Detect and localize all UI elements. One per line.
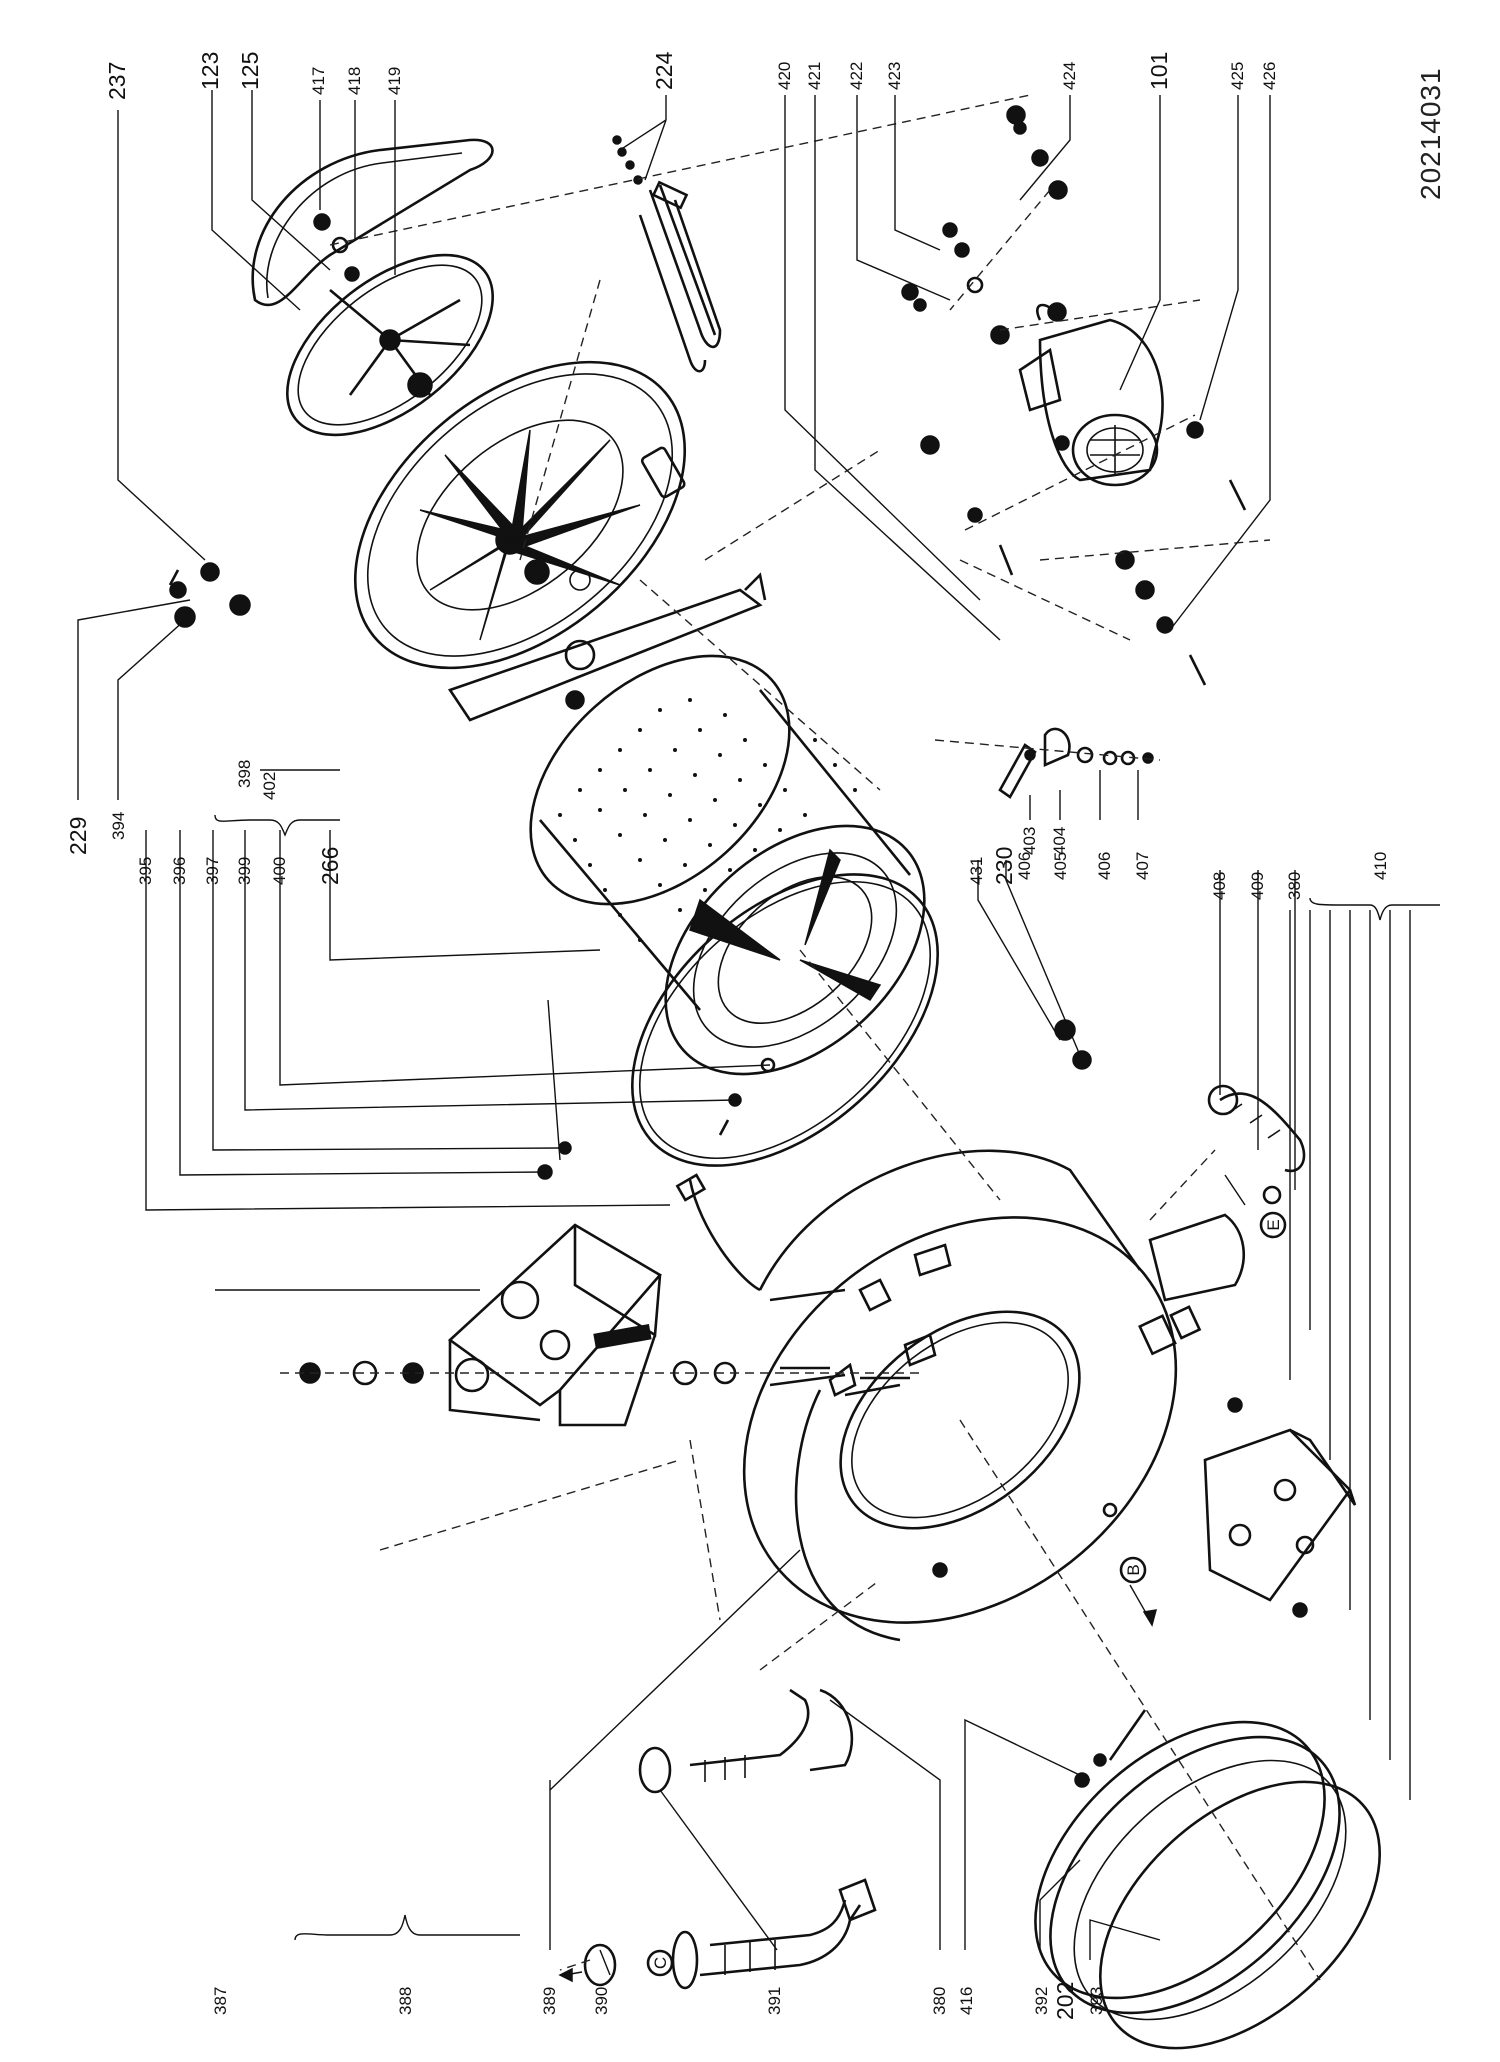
counterweight — [447, 1223, 663, 1427]
callout-399: 399 — [235, 857, 254, 885]
callout-380b: 380 — [930, 1987, 949, 2015]
document-code: 20214031 — [1415, 67, 1446, 200]
drum-pulley — [286, 253, 494, 437]
front-counterweight — [1203, 1397, 1357, 1618]
tub-rear-cover — [353, 360, 687, 670]
callout-labels: 237 123 125 417 418 419 224 420 421 422 … — [65, 51, 1390, 2020]
pulley-screws — [313, 213, 360, 282]
callout-389: 389 — [540, 1987, 559, 2015]
motor-hardware — [901, 105, 1247, 686]
drum — [529, 654, 926, 1076]
callout-391: 391 — [765, 1987, 784, 2015]
callout-425: 425 — [1228, 62, 1247, 90]
outer-tub — [742, 1149, 1246, 1642]
callout-405: 405 — [1051, 852, 1070, 880]
callout-421: 421 — [805, 62, 824, 90]
door-bellows — [1034, 1709, 1381, 2050]
callout-402: 402 — [260, 772, 279, 800]
callout-410: 410 — [1371, 852, 1390, 880]
marker-e-label: E — [1264, 1219, 1283, 1230]
marker-c: C — [646, 1949, 674, 1977]
callout-404: 404 — [1050, 827, 1069, 855]
callout-394: 394 — [109, 812, 128, 840]
sump-hose — [583, 1878, 877, 1990]
callout-380a: 380 — [1285, 872, 1304, 900]
gasket-fasteners — [537, 1057, 776, 1180]
counterweight-fixings — [299, 1360, 910, 1386]
callout-202: 202 — [1052, 1982, 1078, 2020]
marker-b: B — [1119, 1556, 1147, 1584]
drain-hose-lower — [638, 1688, 854, 1794]
callout-431: 431 — [967, 857, 986, 885]
shock-absorber-bushings — [168, 562, 251, 628]
callout-390: 390 — [592, 1987, 611, 2015]
drum-perforations — [558, 698, 857, 942]
drum-spider-arm — [447, 572, 767, 722]
callout-393: 393 — [1087, 1987, 1106, 2015]
drain-hose-upper — [1207, 1084, 1306, 1205]
callout-409: 409 — [1248, 872, 1267, 900]
callout-406a: 406 — [1015, 852, 1034, 880]
callout-224: 224 — [651, 51, 677, 90]
callout-123: 123 — [197, 52, 223, 90]
callout-406b: 406 — [1095, 852, 1114, 880]
heater-element — [612, 135, 722, 373]
callout-416: 416 — [957, 1987, 976, 2015]
callout-397: 397 — [203, 857, 222, 885]
motor — [1018, 302, 1164, 487]
callout-230: 230 — [991, 847, 1017, 885]
tub-seal-ring — [631, 873, 939, 1292]
callout-101: 101 — [1146, 52, 1172, 90]
callout-417: 417 — [309, 67, 328, 95]
callout-388: 388 — [396, 1987, 415, 2015]
hinge-bracket — [998, 727, 1154, 1070]
callout-266: 266 — [317, 847, 343, 885]
marker-b-label: B — [1124, 1564, 1143, 1575]
callout-392: 392 — [1032, 1987, 1051, 2015]
callout-420: 420 — [775, 62, 794, 90]
marker-c-label: C — [651, 1957, 670, 1969]
callout-229: 229 — [65, 817, 91, 855]
leader-lines — [77, 90, 1411, 1976]
callout-387: 387 — [211, 1987, 230, 2015]
drive-belt — [251, 138, 494, 307]
callout-422: 422 — [847, 62, 866, 90]
assembly-centerlines — [280, 94, 1321, 1981]
callout-125: 125 — [237, 52, 263, 90]
callout-398: 398 — [235, 760, 254, 788]
callout-403: 403 — [1020, 827, 1039, 855]
marker-e: E — [1259, 1211, 1287, 1239]
callout-237: 237 — [104, 62, 130, 100]
flow-arrows — [558, 1174, 1246, 1983]
callout-400: 400 — [270, 857, 289, 885]
callout-395: 395 — [136, 857, 155, 885]
callout-418: 418 — [345, 67, 364, 95]
callout-396: 396 — [170, 857, 189, 885]
callout-424: 424 — [1060, 62, 1079, 90]
callout-423: 423 — [885, 62, 904, 90]
callout-426: 426 — [1260, 62, 1279, 90]
group-brackets — [214, 814, 1440, 1941]
callout-408: 408 — [1210, 872, 1229, 900]
callout-419: 419 — [385, 67, 404, 95]
callout-407: 407 — [1133, 852, 1152, 880]
